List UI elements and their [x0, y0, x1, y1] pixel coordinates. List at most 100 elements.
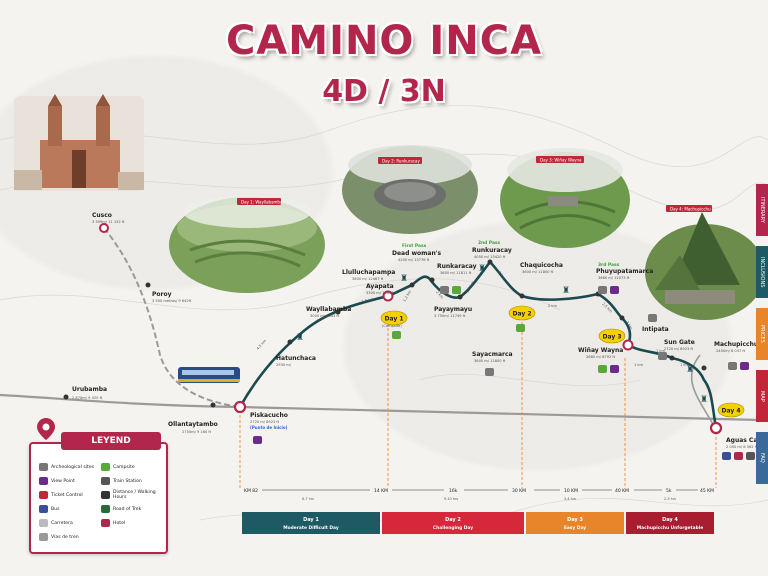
- ticket-icon: [39, 491, 48, 499]
- ruins-icon: [598, 286, 607, 294]
- stop-icons: ♜ ♜ ♜ ♜ ♜ ♜: [253, 264, 755, 460]
- map-title: CAMINO INCA: [225, 18, 543, 64]
- photo-caption-day1: Day 1: Wayllabamba: [241, 200, 283, 205]
- stop-poroy[interactable]: [145, 282, 151, 288]
- legend-item: Bus: [39, 504, 99, 514]
- svg-text:Day 1: Day 1: [303, 517, 319, 523]
- alt-chaquicocha: 3600 m/ 11800 ft: [522, 270, 554, 274]
- stop-machupicchu[interactable]: [701, 365, 707, 371]
- side-tab-itinerary[interactable]: ITINERARY: [756, 184, 768, 236]
- stop-ayapata[interactable]: [382, 290, 394, 302]
- view-point-icon: [610, 286, 619, 294]
- train-icon: [178, 367, 240, 383]
- day-bar-4[interactable]: [626, 512, 714, 534]
- note-ayapata: (Campsite): [382, 324, 402, 328]
- stop-payaymayu[interactable]: [457, 294, 463, 300]
- photo-caption-day3: Day 3: Wiñay Wayna: [540, 158, 582, 163]
- hiker-icon: ♜: [562, 286, 570, 296]
- svg-text:1,5 km: 1,5 km: [361, 297, 375, 304]
- distance-icon: [101, 491, 110, 499]
- ruins-icon: [648, 314, 657, 322]
- stop-llulluchapampa[interactable]: [409, 282, 415, 288]
- stop-intipata[interactable]: [619, 315, 625, 321]
- svg-text:Day 4: Day 4: [662, 517, 678, 523]
- stop-sungate[interactable]: [669, 355, 675, 361]
- legend-item-label: Vías de tren: [51, 534, 79, 540]
- photo-cusco-cathedral: [14, 94, 144, 191]
- alt-machupicchu: 2450m/ 8 037 ft: [716, 349, 746, 353]
- stop-runkuracay[interactable]: [487, 259, 493, 265]
- stop-deadwoman[interactable]: [429, 277, 435, 283]
- stop-piskacucho[interactable]: [233, 400, 247, 414]
- day-bar-2[interactable]: [382, 512, 524, 534]
- pass-first: First Pass: [402, 243, 427, 249]
- legend-item-label: Distance / Walking Hours: [113, 490, 156, 500]
- stop-hatunchaca[interactable]: [287, 339, 293, 345]
- legend-item: Distance / Walking Hours: [101, 490, 161, 500]
- stop-winaywayna[interactable]: [622, 339, 634, 351]
- legend-item-label: Ticket Control: [51, 492, 83, 498]
- label-deadwoman: Dead woman's: [392, 250, 442, 257]
- side-tab-faq[interactable]: FAQ: [756, 432, 768, 484]
- side-tab-inclusions[interactable]: INCLUSIONS: [756, 246, 768, 298]
- alt-ollantaytambo: 2750m/ 9 160 ft: [182, 430, 212, 434]
- day-bar-1[interactable]: [242, 512, 380, 534]
- legend-item: View Point: [39, 476, 99, 486]
- stop-ollantaytambo[interactable]: [210, 402, 216, 408]
- tent-icon: [101, 463, 110, 471]
- alt-aguascalientes: 2 000 m/ 6 562 ft: [726, 445, 758, 449]
- alt-runkaracay: 3600 m/ 11811 ft: [440, 271, 472, 275]
- stop-aguascalientes[interactable]: [709, 421, 723, 435]
- svg-text:Day 2: Day 2: [445, 517, 461, 523]
- ruins-icon: [485, 368, 494, 376]
- label-machupicchu: Machupicchu: [714, 341, 758, 348]
- photo-caption-day2: Day 2: Runkuracay: [382, 159, 420, 164]
- label-intipata: Intipata: [642, 326, 669, 333]
- trek-trail: [238, 260, 718, 429]
- train-icon: [101, 477, 110, 485]
- alt-ayapata: 3300 m/ 10826 ft: [366, 291, 398, 295]
- campsite-icon: [598, 365, 607, 373]
- alt-llulluchapampa: 3800 m/ 12467 ft: [352, 277, 384, 281]
- side-tab-map[interactable]: MAP: [756, 370, 768, 422]
- label-sungate: Sun Gate: [664, 339, 695, 346]
- hiker-icon: ♜: [700, 395, 708, 405]
- label-wayllabamba: Wayllabamba: [306, 306, 351, 313]
- km-guides: [239, 318, 717, 488]
- stop-urubamba[interactable]: [63, 394, 69, 400]
- svg-text:Easy Day: Easy Day: [564, 525, 586, 531]
- train-station-icon: [746, 452, 755, 460]
- svg-text:2 km: 2 km: [548, 304, 558, 308]
- campsite-icon: [392, 331, 401, 339]
- stop-cusco[interactable]: [99, 223, 109, 233]
- svg-text:1,5 km: 1,5 km: [465, 280, 475, 293]
- side-tab-prices[interactable]: PRICES: [756, 308, 768, 360]
- view-point-icon: [610, 365, 619, 373]
- hotel-icon: [734, 452, 743, 460]
- note-piskacucho: (Punto de Inicio): [250, 425, 288, 430]
- hotel-icon: [101, 519, 110, 527]
- view-point-icon: [740, 362, 749, 370]
- alt-wayllabamba: 3000 m/ 9843 ft: [310, 314, 340, 318]
- eye-icon: [39, 477, 48, 485]
- day-bar-3[interactable]: [526, 512, 624, 534]
- stop-chaquicocha[interactable]: [519, 293, 525, 299]
- legend-item-label: Hotel: [113, 520, 126, 526]
- label-sayacmarca: Sayacmarca: [472, 351, 513, 358]
- km-scale: KM 82 14 KM 16k 30 KM 10 KM 40 KM 5k 45 …: [244, 488, 714, 501]
- pass-second: 2nd Pass: [478, 240, 501, 246]
- map-pin-icon: [37, 418, 55, 440]
- day-bars: Day 1 Moderate Difficult Day Day 2 Chall…: [242, 512, 714, 534]
- alt-urubamba: 2 870m/ 9 420 ft: [72, 396, 103, 400]
- road-icon: [39, 519, 48, 527]
- stop-wayllabamba[interactable]: [335, 309, 341, 315]
- legend-item-label: Campsite: [113, 464, 135, 470]
- alt-phuyupatamarca: 3680 m/ 12073 ft: [598, 276, 630, 280]
- label-hatunchaca: Hatunchaca: [276, 355, 316, 362]
- label-piskacucho: Piskacucho: [250, 412, 288, 419]
- segment-distances: 4,5 km 3 km 1,5 km 1,2 km 2 km 1,5 km 3 …: [256, 270, 690, 367]
- ruins-icon: [658, 352, 667, 360]
- legend-item: Archeological sites: [39, 462, 99, 472]
- svg-text:1 km: 1 km: [680, 363, 690, 367]
